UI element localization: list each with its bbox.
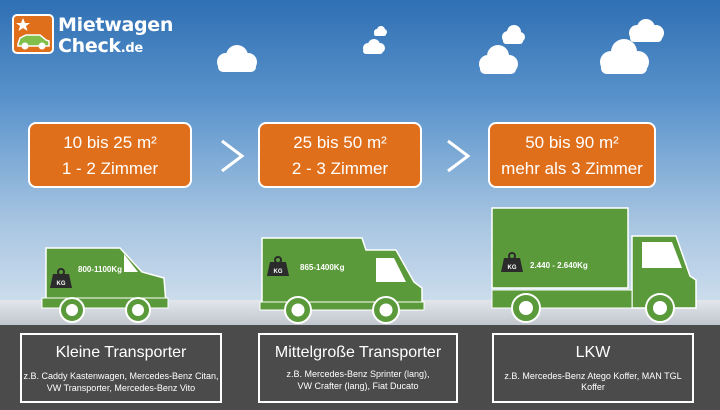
model-list: VW Crafter (lang), Fiat Ducato <box>297 381 419 391</box>
logo-text-line1: Mietwagen <box>58 14 174 36</box>
chevron-right-icon <box>221 139 245 173</box>
model-list: VW Transporter, Mercedes-Benz Vito <box>46 383 196 393</box>
area-range: 25 bis 50 m² <box>293 133 387 152</box>
category-title: LKW <box>575 344 611 361</box>
weight-label: 865-1400Kg <box>300 263 345 272</box>
category-title: Kleine Transporter <box>55 344 187 361</box>
size-box-medium: 25 bis 50 m² 2 - 3 Zimmer <box>258 122 422 188</box>
cloud-icon <box>600 39 649 74</box>
category-box-small: Kleine Transporter z.B. Caddy Kastenwage… <box>20 333 222 403</box>
size-box-large: 50 bis 90 m² mehr als 3 Zimmer <box>488 122 656 188</box>
weight-icon: KG <box>267 256 289 276</box>
car-logo-icon <box>12 14 54 54</box>
cloud-icon <box>217 45 257 72</box>
area-range: 10 bis 25 m² <box>63 133 157 152</box>
cloud-icon <box>479 45 518 74</box>
category-title: Mittelgroße Transporter <box>274 344 442 361</box>
weight-icon: KG <box>501 252 523 272</box>
area-range: 50 bis 90 m² <box>525 133 619 152</box>
cloud-icon <box>363 39 385 54</box>
bottom-strip <box>0 325 720 410</box>
weight-label: 2.440 - 2.640Kg <box>530 261 588 270</box>
model-list: z.B. Mercedes-Benz Atego Koffer, MAN TGL… <box>504 371 682 392</box>
size-box-small: 10 bis 25 m² 1 - 2 Zimmer <box>28 122 192 188</box>
logo-text-line2: Check.de <box>58 35 143 57</box>
room-count: 1 - 2 Zimmer <box>61 159 159 178</box>
weight-icon-label: KG <box>57 281 66 287</box>
cloud-icon <box>374 26 387 36</box>
truck-icon: KG 2.440 - 2.640Kg <box>491 207 697 323</box>
model-list: z.B. Caddy Kastenwagen, Mercedes-Benz Ci… <box>23 371 219 381</box>
category-box-medium: Mittelgroße Transporter z.B. Mercedes-Be… <box>258 333 458 403</box>
weight-icon: KG <box>50 268 72 288</box>
room-count: mehr als 3 Zimmer <box>501 159 643 178</box>
weight-label: 800-1100Kg <box>78 265 122 274</box>
model-list: z.B. Mercedes-Benz Sprinter (lang), <box>286 369 430 379</box>
small-van-icon: KG 800-1100Kg <box>41 247 169 323</box>
logo[interactable]: Mietwagen Check.de <box>12 12 182 62</box>
chevron-right-icon <box>447 139 471 173</box>
weight-icon-label: KG <box>274 269 283 275</box>
category-box-large: LKW z.B. Mercedes-Benz Atego Koffer, MAN… <box>492 333 694 403</box>
medium-van-icon: KG 865-1400Kg <box>259 237 425 324</box>
logo-domain: .de <box>120 41 143 56</box>
weight-icon-label: KG <box>508 265 517 271</box>
cloud-icon <box>629 19 664 42</box>
cloud-icon <box>502 25 525 44</box>
room-count: 2 - 3 Zimmer <box>291 159 389 178</box>
